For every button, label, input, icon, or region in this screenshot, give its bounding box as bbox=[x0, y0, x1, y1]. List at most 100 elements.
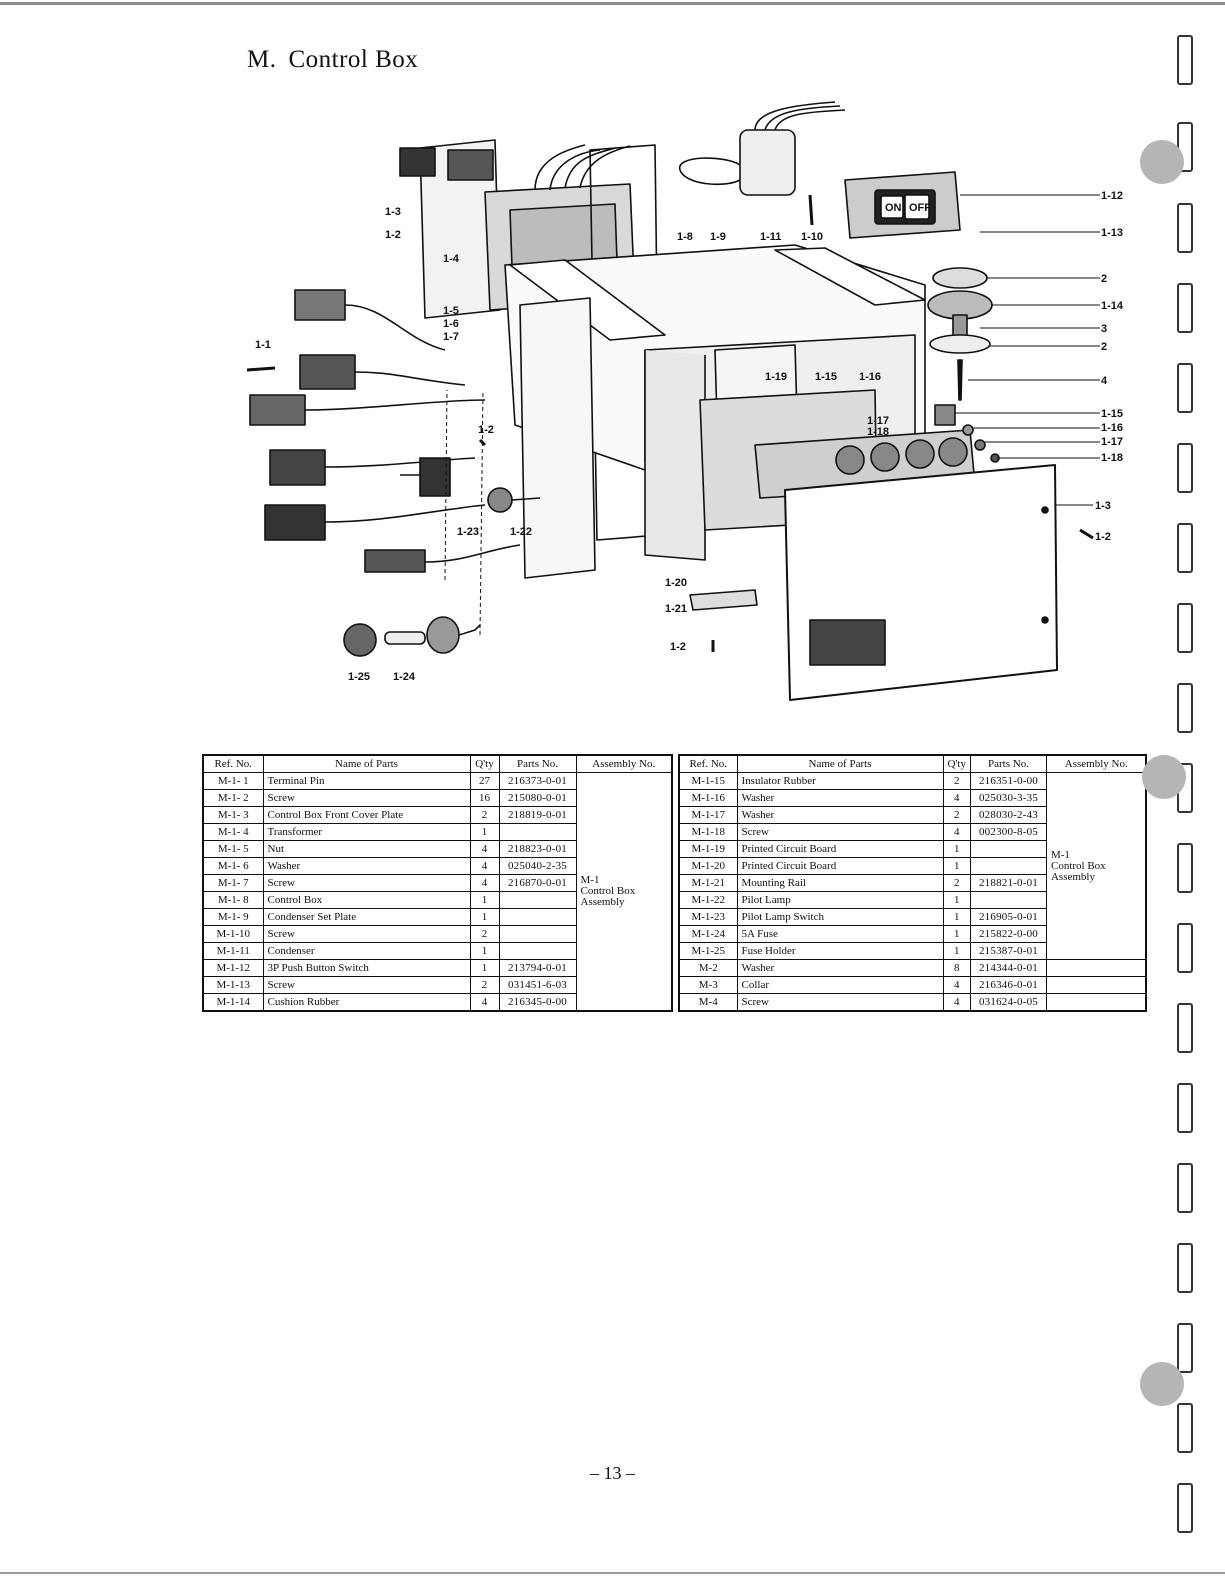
callout-1-2a: 1-2 bbox=[385, 229, 401, 241]
name-cell: Cushion Rubber bbox=[262, 993, 471, 1012]
header-parts-no: Parts No. bbox=[498, 754, 577, 773]
parts-no-cell: 031451-6-03 bbox=[498, 976, 577, 994]
parts-no-cell: 216351-0-00 bbox=[969, 772, 1047, 790]
name-cell: Condenser bbox=[262, 942, 471, 960]
assembly-line1: M-1 bbox=[580, 874, 600, 886]
qty-cell: 1 bbox=[469, 823, 500, 841]
name-cell: Pilot Lamp Switch bbox=[736, 908, 944, 926]
callout-1-15b: 1-15 bbox=[815, 371, 837, 383]
name-cell: Pilot Lamp bbox=[736, 891, 944, 909]
name-cell: 3P Push Button Switch bbox=[262, 959, 471, 977]
table-header-row: Ref. No. Name of Parts Q'ty Parts No. As… bbox=[678, 754, 1147, 773]
callout-1-22: 1-22 bbox=[510, 526, 532, 538]
callout-4: 4 bbox=[1101, 375, 1108, 387]
ref-cell: M-1- 6 bbox=[202, 857, 264, 875]
parts-table-right: Ref. No. Name of Parts Q'ty Parts No. As… bbox=[678, 754, 1148, 1012]
table-header-row: Ref. No. Name of Parts Q'ty Parts No. As… bbox=[202, 754, 673, 773]
parts-no-cell bbox=[498, 823, 577, 841]
ref-cell: M-1-12 bbox=[202, 959, 264, 977]
callout-1-6: 1-6 bbox=[443, 318, 459, 330]
callout-2a: 2 bbox=[1101, 273, 1107, 285]
callout-1-24: 1-24 bbox=[393, 671, 416, 683]
qty-cell: 4 bbox=[469, 840, 500, 858]
callout-1-1: 1-1 bbox=[255, 339, 271, 351]
punch-mark-icon bbox=[1140, 140, 1184, 184]
parts-no-cell bbox=[498, 925, 577, 943]
assembly-empty-cell bbox=[1045, 959, 1147, 977]
ref-cell: M-1-22 bbox=[678, 891, 738, 909]
callout-1-8: 1-8 bbox=[677, 231, 693, 243]
parts-no-cell: 216345-0-00 bbox=[498, 993, 577, 1012]
parts-no-cell: 025040-2-35 bbox=[498, 857, 577, 875]
parts-no-cell: 216905-0-01 bbox=[969, 908, 1047, 926]
name-cell: Fuse Holder bbox=[736, 942, 944, 960]
binder-hole-icon bbox=[1177, 35, 1193, 85]
ref-cell: M-1-17 bbox=[678, 806, 738, 824]
parts-no-cell: 002300-8-05 bbox=[969, 823, 1047, 841]
name-cell: Terminal Pin bbox=[262, 772, 471, 790]
ref-cell: M-1- 1 bbox=[202, 772, 264, 790]
ref-cell: M-1-18 bbox=[678, 823, 738, 841]
qty-cell: 2 bbox=[469, 925, 500, 943]
header-ref-no: Ref. No. bbox=[678, 754, 738, 773]
qty-cell: 16 bbox=[469, 789, 500, 807]
callout-1-2c: 1-2 bbox=[478, 424, 494, 436]
header-name: Name of Parts bbox=[736, 754, 944, 773]
callout-1-18: 1-18 bbox=[1101, 452, 1123, 464]
name-cell: 5A Fuse bbox=[736, 925, 944, 943]
qty-cell: 8 bbox=[942, 959, 971, 977]
binder-hole-icon bbox=[1177, 443, 1193, 493]
parts-no-cell: 218821-0-01 bbox=[969, 874, 1047, 892]
name-cell: Collar bbox=[736, 976, 944, 994]
qty-cell: 4 bbox=[942, 993, 971, 1012]
binder-hole-icon bbox=[1177, 363, 1193, 413]
ref-cell: M-1-16 bbox=[678, 789, 738, 807]
qty-cell: 27 bbox=[469, 772, 500, 790]
assembly-line3: Assembly bbox=[580, 896, 625, 908]
parts-no-cell bbox=[969, 840, 1047, 858]
binder-hole-icon bbox=[1177, 1163, 1193, 1213]
name-cell: Mounting Rail bbox=[736, 874, 944, 892]
binder-hole-icon bbox=[1177, 1003, 1193, 1053]
callout-1-20: 1-20 bbox=[665, 577, 687, 589]
ref-cell: M-1- 2 bbox=[202, 789, 264, 807]
qty-cell: 4 bbox=[942, 789, 971, 807]
parts-no-cell: 216346-0-01 bbox=[969, 976, 1047, 994]
name-cell: Nut bbox=[262, 840, 471, 858]
callout-1-9: 1-9 bbox=[710, 231, 726, 243]
ref-cell: M-1-13 bbox=[202, 976, 264, 994]
header-ref-no: Ref. No. bbox=[202, 754, 264, 773]
assembly-empty-cell bbox=[1045, 976, 1147, 994]
parts-no-cell bbox=[498, 908, 577, 926]
ref-cell: M-1-20 bbox=[678, 857, 738, 875]
name-cell: Washer bbox=[736, 789, 944, 807]
ref-cell: M-1- 3 bbox=[202, 806, 264, 824]
header-assembly-no: Assembly No. bbox=[575, 754, 673, 773]
ref-cell: M-1-11 bbox=[202, 942, 264, 960]
ref-cell: M-1-21 bbox=[678, 874, 738, 892]
qty-cell: 1 bbox=[942, 891, 971, 909]
ref-cell: M-1- 5 bbox=[202, 840, 264, 858]
ref-cell: M-1- 4 bbox=[202, 823, 264, 841]
header-assembly-no: Assembly No. bbox=[1045, 754, 1147, 773]
qty-cell: 4 bbox=[942, 823, 971, 841]
binder-hole-icon bbox=[1177, 923, 1193, 973]
binder-hole-icon bbox=[1177, 1243, 1193, 1293]
name-cell: Screw bbox=[736, 993, 944, 1012]
bottom-rule bbox=[0, 1572, 1225, 1574]
assembly-cell: M-1 Control Box Assembly bbox=[575, 772, 673, 1012]
name-cell: Screw bbox=[262, 976, 471, 994]
ref-cell: M-1- 8 bbox=[202, 891, 264, 909]
parts-no-cell bbox=[969, 857, 1047, 875]
parts-no-cell: 218819-0-01 bbox=[498, 806, 577, 824]
